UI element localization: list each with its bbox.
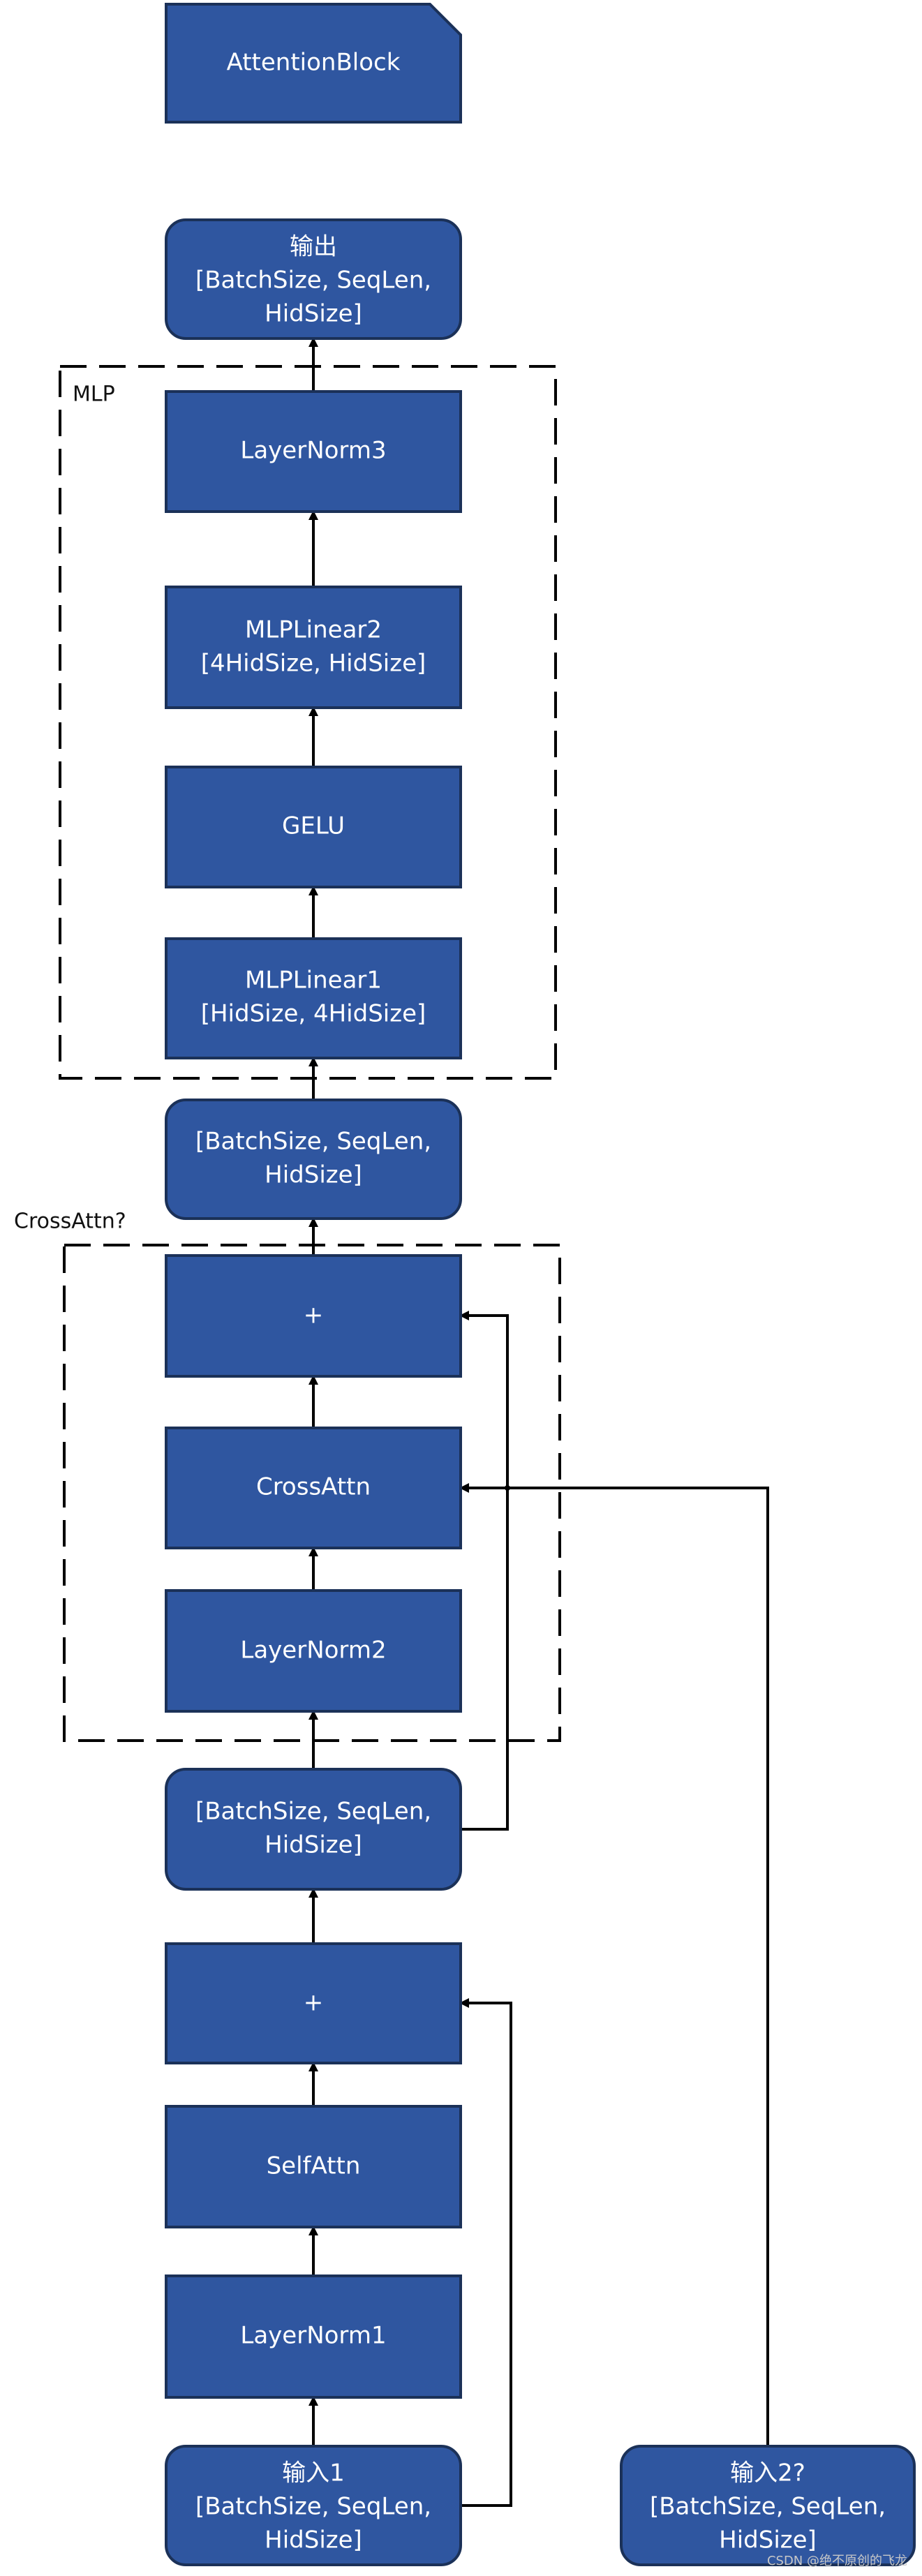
layernorm3-box: LayerNorm3: [165, 390, 462, 513]
selfattn-box: SelfAttn: [165, 2105, 462, 2228]
svg-text:LayerNorm2: LayerNorm2: [240, 1637, 386, 1665]
mlp-group-box: [59, 365, 557, 1080]
svg-text:[BatchSize, SeqLen,: [BatchSize, SeqLen,: [195, 2493, 431, 2521]
svg-text:HidSize]: HidSize]: [265, 1831, 362, 1859]
svg-text:MLPLinear2: MLPLinear2: [245, 616, 382, 644]
svg-text:[4HidSize, HidSize]: [4HidSize, HidSize]: [201, 650, 426, 678]
svg-text:+: +: [304, 1302, 324, 1330]
input2-box: 输入2? [BatchSize, SeqLen, HidSize]: [620, 2445, 916, 2566]
svg-text:[BatchSize, SeqLen,: [BatchSize, SeqLen,: [195, 267, 431, 295]
layernorm1-box: LayerNorm1: [165, 2275, 462, 2399]
residual-midtensor1-to-plus2: [459, 1311, 509, 1831]
mlplinear1-box: MLPLinear1 [HidSize, 4HidSize]: [165, 937, 462, 1059]
svg-text:输出: 输出: [290, 233, 337, 261]
svg-text:LayerNorm3: LayerNorm3: [240, 437, 386, 465]
mlp-group-label: MLP: [73, 382, 115, 407]
input2-to-crossattn: [459, 1483, 769, 2446]
gelu-box: GELU: [165, 766, 462, 888]
mlplinear2-box: MLPLinear2 [4HidSize, HidSize]: [165, 586, 462, 709]
svg-text:输入2?: 输入2?: [730, 2459, 805, 2487]
svg-text:GELU: GELU: [282, 812, 345, 840]
svg-text:HidSize]: HidSize]: [265, 1161, 362, 1189]
output-tensor-box: 输出 [BatchSize, SeqLen, HidSize]: [165, 218, 462, 340]
residual-input1-to-plus1: [459, 1998, 512, 2507]
svg-text:[BatchSize, SeqLen,: [BatchSize, SeqLen,: [195, 1798, 431, 1826]
svg-text:+: +: [304, 1989, 324, 2017]
layernorm2-box: LayerNorm2: [165, 1589, 462, 1713]
plus2-box: +: [165, 1254, 462, 1378]
svg-text:HidSize]: HidSize]: [719, 2526, 817, 2554]
svg-text:CrossAttn: CrossAttn: [256, 1473, 371, 1501]
svg-text:HidSize]: HidSize]: [265, 2526, 362, 2554]
input1-box: 输入1 [BatchSize, SeqLen, HidSize]: [165, 2445, 462, 2566]
mid-tensor1-box: [BatchSize, SeqLen, HidSize]: [165, 1768, 462, 1891]
svg-text:MLPLinear1: MLPLinear1: [245, 967, 382, 995]
plus1-box: +: [165, 1942, 462, 2064]
mid-tensor2-box: [BatchSize, SeqLen, HidSize]: [165, 1099, 462, 1220]
svg-text:[HidSize, 4HidSize]: [HidSize, 4HidSize]: [201, 1000, 426, 1028]
csdn-watermark: CSDN @绝不原创的飞龙: [767, 2554, 907, 2568]
crossattn-box: CrossAttn: [165, 1427, 462, 1549]
line-junction-dot: [505, 1485, 510, 1491]
svg-text:LayerNorm1: LayerNorm1: [240, 2322, 386, 2350]
svg-text:输入1: 输入1: [282, 2459, 345, 2487]
svg-text:AttentionBlock: AttentionBlock: [227, 49, 401, 77]
attention-block-box: AttentionBlock: [165, 3, 462, 124]
svg-text:HidSize]: HidSize]: [265, 300, 362, 328]
svg-text:[BatchSize, SeqLen,: [BatchSize, SeqLen,: [195, 1128, 431, 1156]
svg-text:SelfAttn: SelfAttn: [267, 2152, 361, 2180]
svg-text:[BatchSize, SeqLen,: [BatchSize, SeqLen,: [650, 2493, 886, 2521]
cross-attn-group-label: CrossAttn?: [14, 1209, 126, 1234]
